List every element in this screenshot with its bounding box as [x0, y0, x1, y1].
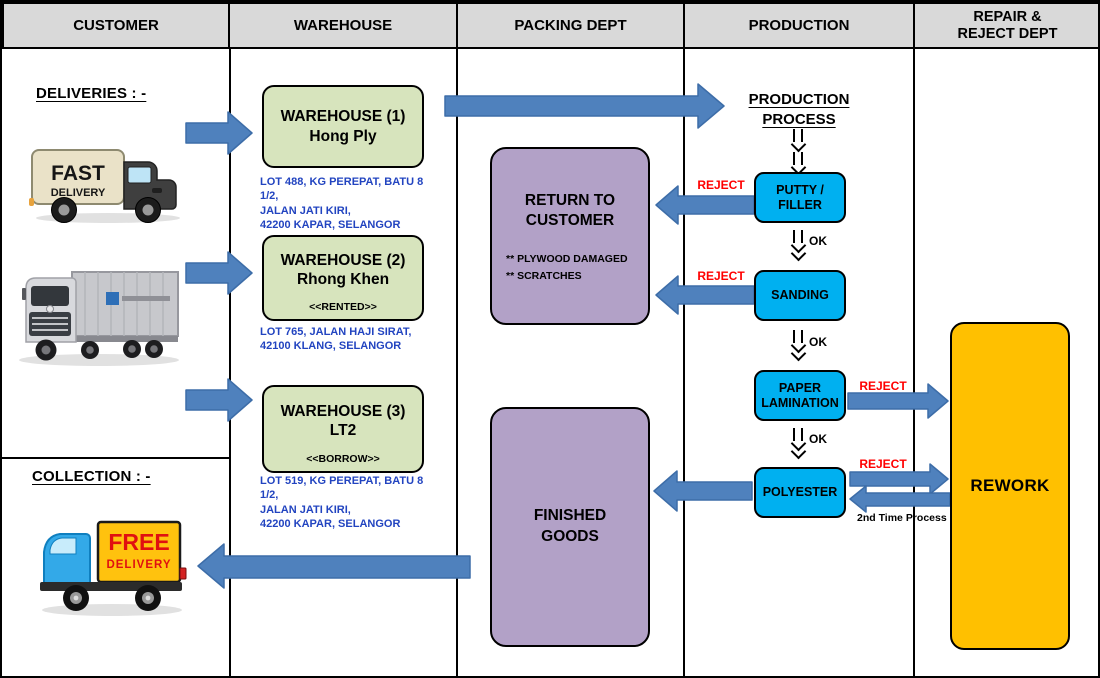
lane-divider	[683, 47, 685, 676]
warehouse-3-name: LT2	[329, 422, 357, 439]
fast-truck-text-2: DELIVERY	[51, 187, 106, 199]
warehouse-2-box: WAREHOUSE (2) Rhong Khen <<RENTED>>	[262, 235, 424, 321]
fast-truck-text-1: FAST	[51, 162, 105, 185]
warehouse-3-title: WAREHOUSE (3)	[280, 402, 406, 420]
reject-label-paper-lamination: REJECT	[859, 379, 907, 393]
lane-header-repair-reject: REPAIR & REJECT DEPT	[913, 2, 1098, 49]
customer-section-divider	[2, 457, 230, 459]
arrow-customer-to-warehouse1	[185, 111, 253, 155]
step-label: PAPER LAMINATION	[761, 380, 839, 410]
deliveries-label: DELIVERIES : -	[36, 85, 147, 102]
free-delivery-truck-icon: FREE DELIVERY	[40, 520, 187, 616]
borrow-tag: <<BORROW>>	[306, 452, 380, 465]
return-note-1: ** PLYWOOD DAMAGED	[506, 253, 628, 266]
lane-header-label: CUSTOMER	[73, 16, 159, 34]
return-note-2: ** SCRATCHES	[506, 270, 582, 283]
lane-header-warehouse: WAREHOUSE	[228, 2, 458, 49]
warehouse-2-title: WAREHOUSE (2)	[280, 251, 406, 269]
lane-divider	[913, 47, 915, 676]
ok-label-2: OK	[809, 335, 827, 349]
step-label: SANDING	[771, 288, 829, 302]
flow-connector-icon	[790, 230, 806, 262]
return-to-customer-title: RETURN TO CUSTOMER	[524, 192, 616, 230]
lane-divider	[456, 47, 458, 676]
arrow-customer-to-warehouse2	[185, 251, 253, 295]
step-label: PUTTY / FILLER	[776, 182, 824, 212]
lane-header-label: REPAIR & REJECT DEPT	[957, 8, 1058, 42]
free-truck-text-1: FREE	[108, 529, 169, 555]
reject-label-putty: REJECT	[697, 178, 745, 192]
arrow-customer-to-warehouse3	[185, 378, 253, 422]
warehouse-1-title: WAREHOUSE (1)	[280, 108, 406, 126]
production-process-title: PRODUCTION PROCESS	[748, 91, 850, 128]
reject-label-sanding: REJECT	[697, 269, 745, 283]
free-truck-text-2: DELIVERY	[106, 559, 171, 571]
rented-tag: <<RENTED>>	[309, 300, 377, 313]
warehouse-1-name: Hong Ply	[309, 127, 377, 145]
semi-truck-icon	[19, 271, 179, 366]
step-paper-lamination-box: PAPER LAMINATION	[754, 370, 846, 421]
warehouse-2-name: Rhong Khen	[296, 271, 390, 288]
lane-header-packing: PACKING DEPT	[456, 2, 685, 49]
arrow-rework-2nd-time-to-polyester	[849, 485, 951, 513]
warehouse-3-box: WAREHOUSE (3) LT2 <<BORROW>>	[262, 385, 424, 473]
lane-header-customer: CUSTOMER	[2, 2, 230, 49]
return-to-customer-box: RETURN TO CUSTOMER ** PLYWOOD DAMAGED **…	[490, 147, 650, 325]
fast-delivery-truck-icon: FAST DELIVERY	[29, 149, 180, 223]
step-label: POLYESTER	[762, 485, 838, 499]
collection-label: COLLECTION : -	[32, 468, 151, 485]
lane-header-label: PACKING DEPT	[514, 16, 627, 34]
ok-label-1: OK	[809, 234, 827, 248]
warehouse-2-address: LOT 765, JALAN HAJI SIRAT, 42100 KLANG, …	[260, 326, 412, 353]
warehouse-3-address: LOT 519, KG PEREPAT, BATU 8 1/2, JALAN J…	[260, 475, 424, 530]
step-sanding-box: SANDING	[754, 270, 846, 321]
lane-header-label: PRODUCTION	[748, 16, 850, 34]
step-putty-filler-box: PUTTY / FILLER	[754, 172, 846, 223]
reject-label-polyester: REJECT	[859, 457, 907, 471]
arrow-finished-goods-to-collection	[197, 543, 471, 589]
lane-header-label: WAREHOUSE	[293, 16, 393, 34]
rework-box: REWORK	[950, 322, 1070, 650]
lane-header-production: PRODUCTION	[683, 2, 915, 49]
second-time-process-label: 2nd Time Process	[857, 512, 947, 524]
rework-label: REWORK	[970, 476, 1050, 495]
step-polyester-box: POLYESTER	[754, 467, 846, 518]
arrow-polyester-to-finished-goods	[653, 470, 753, 512]
warehouse-1-address: LOT 488, KG PEREPAT, BATU 8 1/2, JALAN J…	[260, 176, 424, 231]
finished-goods-title: FINISHED GOODS	[533, 507, 607, 545]
flow-connector-start-icon	[790, 129, 806, 176]
ok-label-3: OK	[809, 432, 827, 446]
flow-connector-icon	[790, 428, 806, 460]
flow-connector-icon	[790, 330, 806, 362]
lane-divider	[229, 47, 231, 676]
warehouse-1-box: WAREHOUSE (1) Hong Ply	[262, 85, 424, 168]
finished-goods-box: FINISHED GOODS	[490, 407, 650, 647]
